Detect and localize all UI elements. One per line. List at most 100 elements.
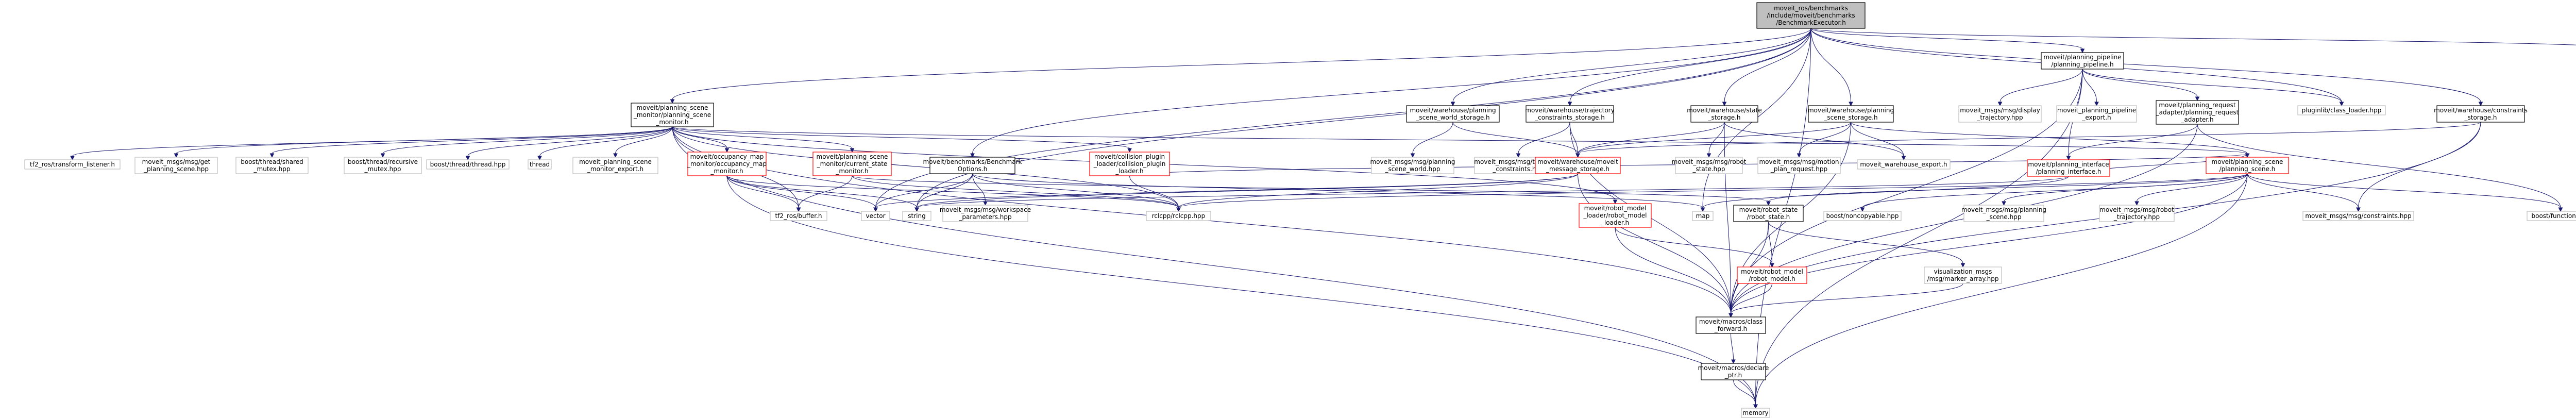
node-label-line: moveit_ros/benchmarks bbox=[1774, 5, 1848, 12]
node-label-line: moveit_warehouse_export.h bbox=[1860, 161, 1947, 168]
node-ppl[interactable]: moveit/planning_pipeline/planning_pipeli… bbox=[2041, 52, 2124, 70]
node-boost_thread[interactable]: boost/thread/thread.hpp bbox=[426, 159, 510, 170]
node-msg_ps[interactable]: moveit_msgs/msg/planning_scene.hpp bbox=[1961, 205, 2046, 222]
node-wh_state[interactable]: moveit/warehouse/state_storage.h bbox=[1687, 105, 1762, 123]
edge-occ_map-to-string bbox=[726, 175, 919, 212]
node-box bbox=[2302, 211, 2414, 221]
node-box bbox=[1701, 363, 1766, 380]
node-wh_constr[interactable]: moveit/warehouse/constraints_storage.h bbox=[2434, 105, 2528, 123]
edge-wh_moveit_msg-to-rclcpp bbox=[1176, 173, 1578, 212]
node-thread[interactable]: thread bbox=[528, 159, 552, 170]
edge-line bbox=[1578, 122, 1725, 154]
node-label-line: thread bbox=[530, 161, 550, 168]
node-boost_rec_mutex[interactable]: boost/thread/recursive_mutex.hpp bbox=[344, 157, 422, 174]
edge-arrowhead bbox=[1706, 153, 1711, 158]
node-boost_function[interactable]: boost/function.hpp bbox=[2527, 211, 2576, 221]
node-label-line: _monitor.h bbox=[655, 119, 688, 126]
node-msg_disptraj[interactable]: moveit_msgs/msg/display_trajectory.hpp bbox=[1958, 105, 2042, 123]
edge-line bbox=[1615, 227, 1772, 264]
edge-root-to-benchopts bbox=[970, 28, 1811, 158]
node-robot_model[interactable]: moveit/robot_model/robot_model.h bbox=[1737, 266, 1807, 284]
node-robot_state[interactable]: moveit/robot_state/robot_state.h bbox=[1733, 205, 1804, 222]
edge-root-to-psm bbox=[670, 28, 1811, 104]
node-label-line: moveit_msgs/msg/planning bbox=[1961, 206, 2046, 213]
node-rclcpp[interactable]: rclcpp/rclcpp.hpp bbox=[1146, 211, 1211, 221]
edge-psm-to-boost_thread bbox=[465, 126, 673, 161]
edge-line bbox=[1731, 283, 1772, 314]
node-label-line: moveit/planning_request bbox=[2159, 102, 2236, 109]
node-map[interactable]: map bbox=[1692, 211, 1714, 221]
node-declare_ptr[interactable]: moveit/macros/declare_ptr.h bbox=[1698, 363, 1769, 380]
edge-line bbox=[672, 126, 1756, 405]
edge-line bbox=[972, 173, 1179, 208]
node-box bbox=[1406, 105, 1500, 123]
node-msg_motionplan[interactable]: moveit_msgs/msg/motion_plan_request.hpp bbox=[1757, 157, 1841, 174]
node-coll_loader[interactable]: moveit/collision_plugin_loader/collision… bbox=[1089, 152, 1170, 176]
node-req_adapter[interactable]: moveit/planning_request_adapter/planning… bbox=[2156, 100, 2239, 125]
node-label-line: _monitor/current_state bbox=[817, 160, 888, 168]
edge-line bbox=[672, 28, 1811, 100]
edge-line bbox=[972, 173, 986, 202]
node-box bbox=[528, 159, 552, 170]
node-label-line: moveit/warehouse/moveit bbox=[1537, 158, 1618, 165]
edge-ppl-to-ppl_export bbox=[2082, 69, 2099, 107]
node-msg_constraints[interactable]: moveit_msgs/msg/constraints.hpp bbox=[2302, 211, 2414, 221]
node-label-line: moveit_planning_scene bbox=[579, 158, 652, 165]
node-boost_shared_mutex[interactable]: boost/thread/shared_mutex.hpp bbox=[235, 157, 309, 174]
node-wh_traj[interactable]: moveit/warehouse/trajectory_constraints_… bbox=[1525, 105, 1615, 123]
node-cur_state[interactable]: moveit/planning_scene_monitor/current_st… bbox=[812, 152, 892, 176]
node-boost_noncopy[interactable]: boost/noncopyable.hpp bbox=[1823, 211, 1902, 221]
edge-line bbox=[972, 28, 1811, 154]
node-box bbox=[1692, 211, 1714, 221]
node-rm_loader[interactable]: moveit/robot_model_loader/robot_model_lo… bbox=[1579, 203, 1652, 228]
node-pluginlib[interactable]: pluginlib/class_loader.hpp bbox=[2297, 105, 2386, 115]
node-pi[interactable]: moveit/planning_interface/planning_inter… bbox=[2027, 159, 2110, 177]
node-msg_workspace[interactable]: moveit_msgs/msg/workspace_parameters.hpp bbox=[940, 205, 1031, 222]
node-label-line: boost/thread/shared bbox=[241, 158, 303, 165]
edge-line bbox=[726, 175, 1179, 208]
node-box bbox=[2041, 52, 2124, 70]
node-memory[interactable]: memory bbox=[1741, 408, 1770, 418]
node-wh_psw[interactable]: moveit/warehouse/planning_scene_world_st… bbox=[1406, 105, 1500, 123]
edge-wh_traj-to-msg_trajconstr bbox=[1516, 122, 1570, 158]
node-ps[interactable]: moveit/planning_scene/planning_scene.h bbox=[2206, 157, 2289, 174]
node-string[interactable]: string bbox=[902, 211, 931, 221]
node-label-line: tf2_ros/transform_listener.h bbox=[30, 161, 115, 168]
node-class_fwd[interactable]: moveit/macros/class_forward.h bbox=[1696, 316, 1766, 334]
node-msg_robottraj[interactable]: moveit_msgs/msg/robot_trajectory.hpp bbox=[2099, 205, 2175, 222]
node-box bbox=[1089, 152, 1170, 176]
node-wh_ps[interactable]: moveit/warehouse/planning_scene_storage.… bbox=[1808, 105, 1894, 123]
node-ppl_export[interactable]: moveit_planning_pipeline_export.h bbox=[2056, 105, 2137, 123]
node-msg_psw[interactable]: moveit_msgs/msg/planning_scene_world.hpp bbox=[1370, 157, 1455, 174]
edge-line bbox=[1578, 122, 1851, 154]
node-label-line: moveit/warehouse/planning bbox=[1808, 107, 1894, 114]
edge-arrowhead bbox=[269, 153, 275, 158]
edge-line bbox=[1810, 28, 2481, 103]
node-wh_moveit_msg[interactable]: moveit/warehouse/moveit_message_storage.… bbox=[1535, 157, 1621, 174]
node-box bbox=[134, 157, 218, 174]
node-vis_marker[interactable]: visualization_msgs/msg/marker_array.hpp bbox=[1924, 266, 2002, 284]
node-label-line: _adapter/planning_request bbox=[2156, 109, 2239, 116]
edge-req_adapter-to-pi bbox=[2066, 124, 2198, 161]
edge-arrowhead bbox=[1567, 102, 1572, 107]
node-vector[interactable]: vector bbox=[861, 211, 890, 221]
edge-line bbox=[2247, 173, 2359, 208]
edge-arrowhead bbox=[1728, 313, 1733, 318]
node-msg_robotstate[interactable]: moveit_msgs/msg/robot_state.hpp bbox=[1672, 157, 1747, 174]
node-wh_export[interactable]: moveit_warehouse_export.h bbox=[1857, 159, 1951, 170]
edge-arrowhead bbox=[983, 201, 988, 206]
node-tf2_listener[interactable]: tf2_ros/transform_listener.h bbox=[24, 159, 121, 170]
node-tf2_buffer[interactable]: tf2_ros/buffer.h bbox=[770, 211, 827, 221]
node-occ_map[interactable]: moveit/occupancy_map_monitor/occupancy_m… bbox=[687, 152, 767, 176]
edge-psm-to-thread bbox=[537, 126, 673, 161]
node-msg_target_ps[interactable]: moveit_msgs/msg/get_planning_scene.hpp bbox=[134, 157, 218, 174]
node-psm_export[interactable]: moveit_planning_scene_monitor_export.h bbox=[572, 157, 658, 174]
node-psm[interactable]: moveit/planning_scene_monitor/planning_s… bbox=[631, 103, 714, 127]
edge-line bbox=[176, 126, 673, 154]
node-label-line: pluginlib/class_loader.hpp bbox=[2302, 107, 2382, 114]
node-label-line: moveit/warehouse/planning bbox=[1410, 107, 1496, 114]
edge-line bbox=[917, 28, 1811, 208]
node-label-line: moveit_msgs/msg/display bbox=[1960, 107, 2040, 114]
node-label-line: _loader/collision_plugin bbox=[1093, 160, 1166, 168]
